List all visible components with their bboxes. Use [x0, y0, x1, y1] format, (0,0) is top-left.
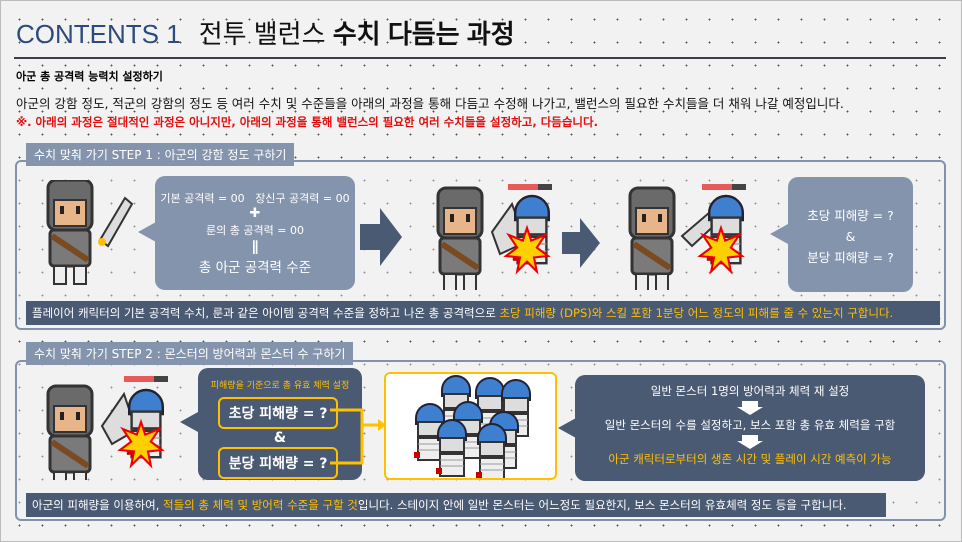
knight-attacking-icon	[40, 376, 168, 480]
summary-highlight: 초당 피해량 (DPS)와 스킬 포함 1분당 어느 정도의 피해를 줄 수 있…	[499, 306, 894, 320]
damage-result-bubble: 초당 피해량 = ? & 분당 피해량 = ?	[788, 177, 913, 292]
skeleton-monsters-icon	[413, 375, 531, 481]
bubble-pointer	[138, 222, 156, 242]
summary-text: 입니다. 스테이지 안에 일반 몬스터는 어느정도 필요한지, 보스 몬스터의 …	[357, 498, 847, 512]
description: 아군의 강함 정도, 적군의 강함의 정도 등 여러 수치 및 수준들을 아래의…	[16, 96, 844, 111]
base-attack: 기본 공격력 = 00	[160, 192, 245, 205]
ampersand: &	[845, 229, 856, 244]
dpm-box: 분당 피해량 = ?	[218, 447, 338, 479]
knight-character-icon	[40, 180, 134, 290]
bubble-pointer	[180, 412, 198, 432]
accessory-attack: 장신구 공격력 = 00	[255, 192, 350, 205]
page-title: CONTENTS 1 전투 밸런스 수치 다듬는 과정	[16, 14, 515, 51]
dps-value: 초당 피해량 = ?	[807, 208, 894, 223]
attack-formula-bubble: 기본 공격력 = 00 장신구 공격력 = 00 ✚ 룬의 총 공격력 = 00…	[155, 176, 355, 290]
arrow-down-icon	[737, 435, 763, 449]
flow-step-2: 일반 몬스터의 수를 설정하고, 보스 포함 총 유효 체력을 구함	[604, 418, 896, 432]
ampersand: &	[273, 430, 287, 446]
title-normal: 전투 밸런스	[198, 19, 326, 49]
monster-setup-flow: 일반 몬스터 1명의 방어력과 체력 재 설정 일반 몬스터의 수를 설정하고,…	[575, 375, 925, 481]
plus-icon: ✚	[249, 206, 261, 221]
knight-attacking-icon	[622, 184, 746, 290]
rune-attack: 룬의 총 공격력 = 00	[206, 224, 304, 237]
connector-lines	[330, 408, 386, 465]
total-attack-level: 총 아군 공격력 수준	[198, 260, 312, 276]
dps-box: 초당 피해량 = ?	[218, 397, 338, 429]
step2-summary: 아군의 피해량을 이용하여, 적들의 총 체력 및 방어력 수준을 구할 것입니…	[26, 493, 886, 517]
dpm-value: 분당 피해량 = ?	[807, 250, 894, 265]
title-divider	[14, 57, 946, 59]
knight-attacking-icon	[430, 184, 552, 290]
subheading: 아군 총 공격력 능력치 설정하기	[16, 70, 163, 83]
summary-text: 플레이어 캐릭터의 기본 공격력 수치, 룬과 같은 아이템 공격력 수준을 정…	[32, 306, 500, 320]
arrow-right-icon	[562, 218, 600, 268]
title-bold: 수치 다듬는 과정	[332, 19, 515, 49]
summary-text: 아군의 피해량을 이용하여,	[32, 498, 164, 512]
monster-group-box	[384, 372, 557, 481]
step2-tab: 수치 맞춰 가기 STEP 2 : 몬스터의 방어력과 몬스터 수 구하기	[26, 342, 354, 365]
bubble-title: 피해량을 기준으로 총 유효 체력 설정	[210, 381, 350, 391]
note: ※. 아래의 과정은 절대적인 과정은 아니지만, 아래의 과정을 통해 밸런스…	[16, 115, 598, 129]
bubble-pointer	[770, 224, 788, 244]
step1-tab: 수치 맞춰 가기 STEP 1 : 아군의 강함 정도 구하기	[26, 143, 295, 166]
arrow-down-icon	[737, 401, 763, 415]
equals-icon: ∥	[251, 239, 259, 255]
bubble-pointer	[558, 418, 576, 438]
contents-label: CONTENTS 1	[16, 19, 181, 49]
flow-step-3: 아군 캐릭터로부터의 생존 시간 및 플레이 시간 예측이 가능	[608, 452, 892, 466]
step1-summary: 플레이어 캐릭터의 기본 공격력 수치, 룬과 같은 아이템 공격력 수준을 정…	[26, 301, 940, 325]
arrow-right-icon	[360, 208, 402, 266]
effective-hp-bubble: 피해량을 기준으로 총 유효 체력 설정 초당 피해량 = ? & 분당 피해량…	[198, 368, 362, 480]
summary-highlight: 적들의 총 체력 및 방어력 수준을 구할 것	[163, 498, 358, 512]
flow-step-1: 일반 몬스터 1명의 방어력과 체력 재 설정	[650, 384, 850, 398]
